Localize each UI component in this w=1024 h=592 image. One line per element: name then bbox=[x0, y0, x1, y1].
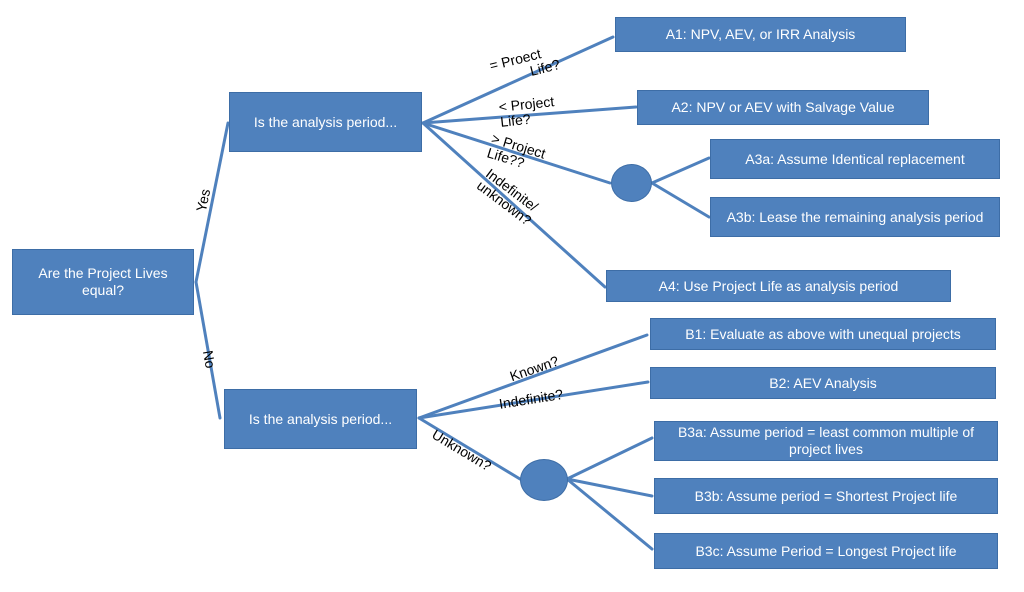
a2-box: A2: NPV or AEV with Salvage Value bbox=[637, 90, 929, 125]
edge-root-no bbox=[194, 280, 222, 420]
b3-junction-node bbox=[520, 459, 568, 501]
edge-label-no: No bbox=[199, 349, 219, 370]
a3a-box: A3a: Assume Identical replacement bbox=[710, 139, 1000, 179]
b3a-box: B3a: Assume period = least common multip… bbox=[654, 421, 998, 461]
b1-box: B1: Evaluate as above with unequal proje… bbox=[650, 318, 996, 350]
a3a-text: A3a: Assume Identical replacement bbox=[745, 150, 965, 167]
a3b-text: A3b: Lease the remaining analysis period bbox=[726, 208, 984, 225]
b2-box: B2: AEV Analysis bbox=[650, 367, 996, 399]
a3-junction-node bbox=[611, 164, 652, 202]
edge-label-less: < Project Life? bbox=[498, 93, 556, 129]
no-question-box: Is the analysis period... bbox=[224, 389, 417, 449]
edge-a3-a3a bbox=[650, 156, 711, 185]
a4-text: A4: Use Project Life as analysis period bbox=[658, 277, 899, 294]
a2-text: A2: NPV or AEV with Salvage Value bbox=[671, 99, 895, 116]
b3b-text: B3b: Assume period = Shortest Project li… bbox=[694, 487, 958, 504]
a4-box: A4: Use Project Life as analysis period bbox=[606, 270, 951, 302]
edge-yes-a3 bbox=[421, 121, 612, 185]
b3c-box: B3c: Assume Period = Longest Project lif… bbox=[654, 533, 998, 569]
root-question-text: Are the Project Lives equal? bbox=[38, 265, 168, 298]
b1-text: B1: Evaluate as above with unequal proje… bbox=[685, 325, 961, 342]
edge-yes-a2 bbox=[421, 105, 638, 125]
edge-b3-b3a bbox=[565, 436, 654, 481]
edge-no-b2 bbox=[417, 380, 650, 420]
edge-no-b1 bbox=[417, 333, 649, 420]
a1-box: A1: NPV, AEV, or IRR Analysis bbox=[615, 17, 906, 52]
yes-question-box: Is the analysis period... bbox=[229, 92, 422, 152]
edge-root-yes bbox=[194, 121, 230, 284]
no-question-text: Is the analysis period... bbox=[248, 410, 393, 427]
edge-b3-b3c bbox=[565, 477, 654, 551]
edge-a3-a3b bbox=[650, 181, 711, 219]
yes-question-text: Is the analysis period... bbox=[253, 113, 398, 130]
b2-text: B2: AEV Analysis bbox=[769, 374, 877, 391]
edge-yes-a1 bbox=[421, 35, 615, 125]
b3a-text: B3a: Assume period = least common multip… bbox=[677, 424, 975, 457]
a3b-box: A3b: Lease the remaining analysis period bbox=[710, 197, 1000, 237]
a1-text: A1: NPV, AEV, or IRR Analysis bbox=[665, 26, 856, 43]
b3b-box: B3b: Assume period = Shortest Project li… bbox=[654, 478, 998, 514]
edge-b3-b3b bbox=[565, 477, 654, 498]
b3c-text: B3c: Assume Period = Longest Project lif… bbox=[695, 542, 957, 559]
edge-yes-a4 bbox=[421, 121, 607, 289]
root-question-box: Are the Project Lives equal? bbox=[12, 249, 194, 315]
edge-no-b3 bbox=[417, 416, 522, 481]
